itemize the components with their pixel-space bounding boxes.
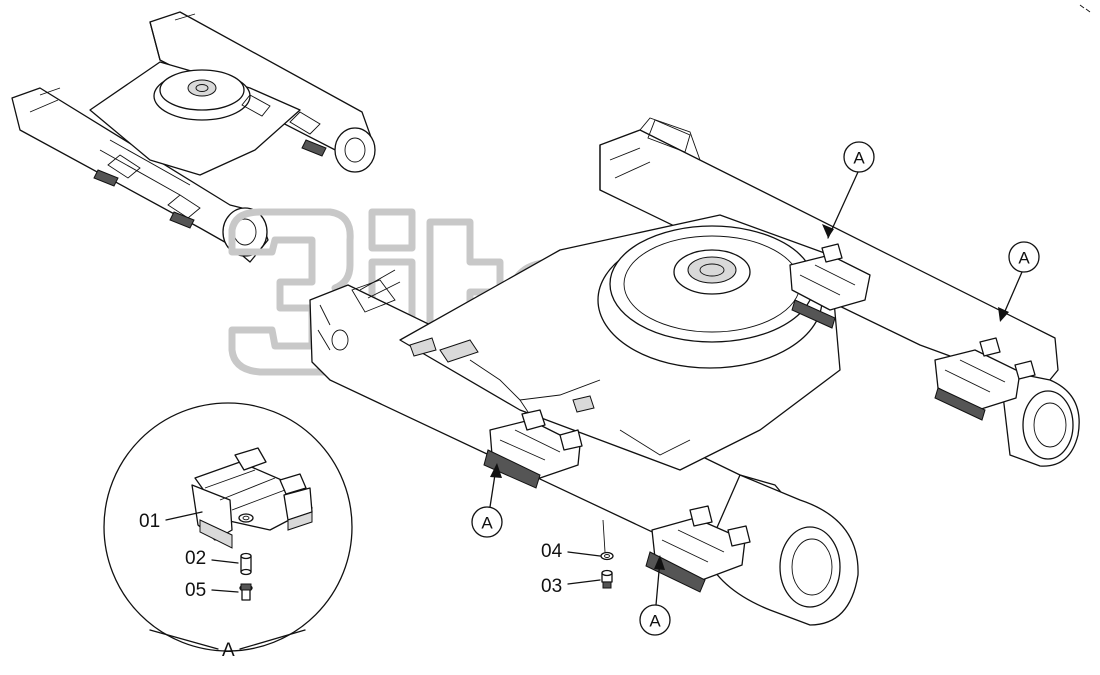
detail-view-label: A	[222, 640, 235, 661]
guard-bracket-far-right	[934, 337, 1036, 421]
callout-label: A	[853, 149, 865, 168]
track-guard-part	[191, 447, 313, 549]
detail-view-a: 01 02 05 A	[103, 402, 353, 661]
callout-a-right: A	[998, 241, 1040, 322]
callout-label: A	[649, 612, 661, 631]
bolt-part	[239, 583, 253, 601]
guard-bracket-far-left	[789, 243, 871, 329]
spacer-part	[240, 552, 252, 576]
callout-label: A	[481, 514, 493, 533]
overview-undercarriage	[11, 11, 376, 263]
corner-mark	[1079, 4, 1091, 13]
callout-label: A	[1018, 249, 1030, 268]
part-label-05: 05	[185, 580, 206, 601]
guard-bracket-near-left	[483, 409, 583, 489]
part-label-04: 04	[541, 541, 563, 562]
part-label-01: 01	[139, 511, 160, 532]
part-label-03: 03	[541, 576, 562, 597]
guard-bracket-near-right	[645, 505, 751, 593]
callout-a-top: A	[822, 141, 875, 239]
callout-a-bottom: A	[639, 555, 671, 636]
callout-a-left: A	[471, 463, 503, 538]
part-label-02: 02	[185, 548, 206, 569]
washer-and-bolt: 04 03	[541, 519, 614, 597]
main-undercarriage	[309, 117, 1080, 626]
